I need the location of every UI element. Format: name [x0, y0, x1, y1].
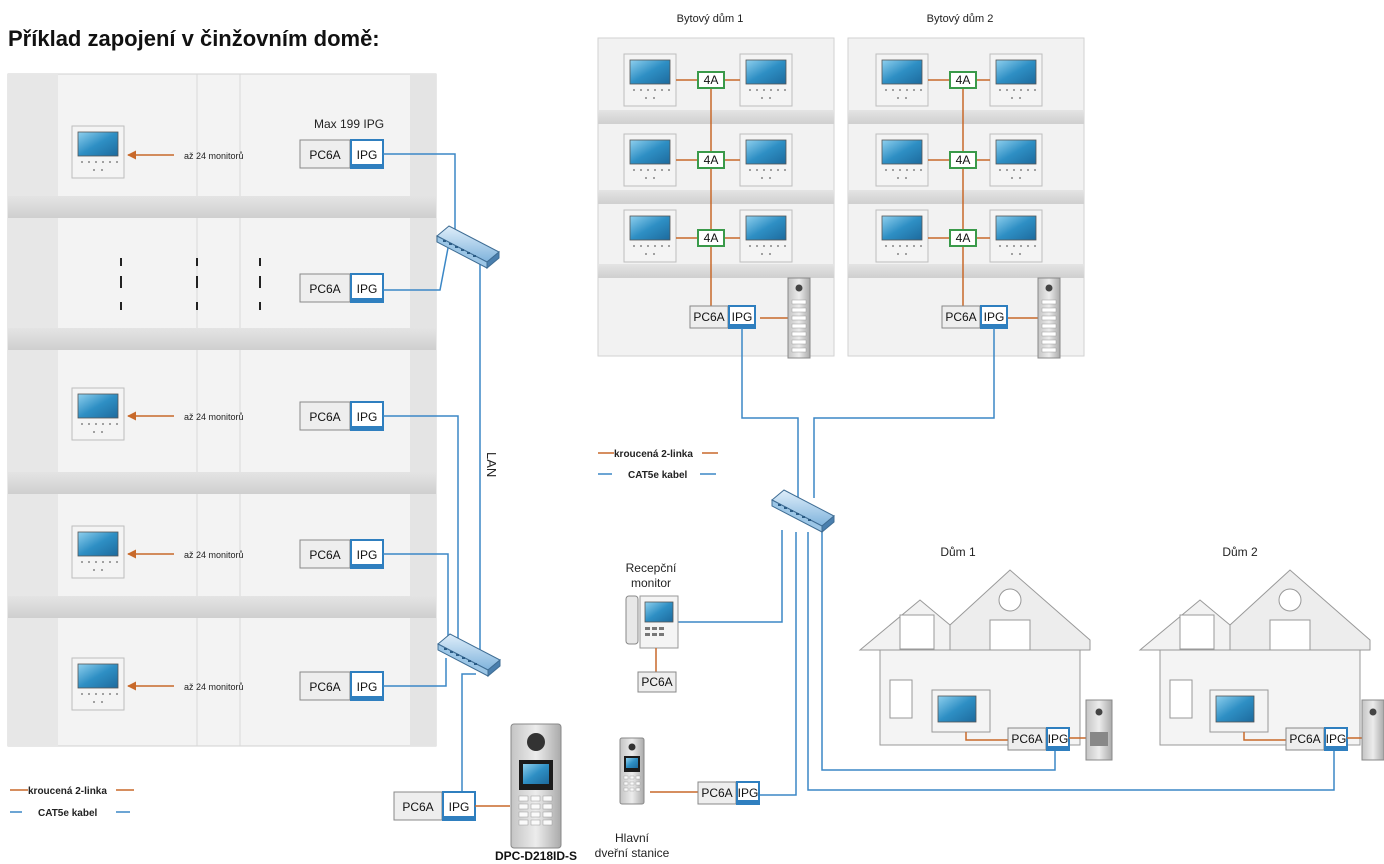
pc6a-box: PC6A	[309, 548, 340, 562]
network-switch-icon	[437, 633, 501, 677]
ipg-box: IPG	[357, 148, 378, 162]
monitor-count-label: až 24 monitorů	[184, 412, 244, 422]
door-station-dpc-d218id-s	[510, 723, 562, 849]
monitor-icon	[875, 133, 929, 187]
main-door-station-icon	[619, 737, 645, 805]
house-1-devices: PC6A IPG	[931, 689, 1113, 761]
monitor-count-label: až 24 monitorů	[184, 151, 244, 161]
4a-box: 4A	[704, 73, 719, 87]
pc6a-box: PC6A	[701, 786, 732, 800]
apartment-building-1: 4A 4A 4A PC6A IPG	[597, 37, 835, 359]
4a-box: 4A	[956, 73, 971, 87]
pc6a-box: PC6A	[309, 148, 340, 162]
4a-box: 4A	[704, 153, 719, 167]
house-2-devices: PC6A IPG	[1209, 689, 1384, 761]
floor-slabs	[8, 196, 436, 618]
max-ipg-label: Max 199 IPG	[314, 117, 384, 131]
monitor-icon	[71, 387, 125, 441]
pc6a-box: PC6A	[945, 310, 976, 324]
door-station-icon	[787, 277, 811, 359]
legend-twisted-label: kroucená 2-linka	[614, 449, 693, 460]
ipg-box: IPG	[357, 282, 378, 296]
apartment-building-2: 4A 4A 4A PC6A IPG	[847, 37, 1085, 359]
legend-right: kroucená 2-linka CAT5e kabel	[598, 449, 718, 481]
ipg-box: IPG	[984, 310, 1005, 324]
monitor-icon	[623, 53, 677, 107]
legend-cat5e-label: CAT5e kabel	[628, 470, 688, 481]
monitor-icon	[875, 53, 929, 107]
ellipsis-marks	[120, 258, 261, 310]
network-switch-icon	[771, 489, 835, 533]
pc6a-box: PC6A	[309, 282, 340, 296]
monitor-icon	[739, 133, 793, 187]
reception-label-line1: Recepční	[626, 561, 677, 575]
legend-twisted-label: kroucená 2-linka	[28, 786, 107, 797]
4a-box: 4A	[704, 231, 719, 245]
left-floor-5: až 24 monitorů PC6A IPG	[71, 657, 384, 711]
pc6a-box: PC6A	[1289, 732, 1320, 746]
door-station-model-label: DPC-D218ID-S	[495, 849, 577, 863]
monitor-icon	[71, 125, 125, 179]
ipg-box: IPG	[738, 786, 759, 800]
left-floor-2: PC6A IPG	[299, 273, 384, 303]
reception-monitor-icon	[625, 595, 679, 649]
building-1-label: Bytový dům 1	[677, 13, 744, 25]
main-entrance-unit: PC6A IPG	[393, 791, 510, 821]
ipg-box: IPG	[357, 548, 378, 562]
ipg-box: IPG	[1326, 732, 1347, 746]
monitor-count-label: až 24 monitorů	[184, 682, 244, 692]
monitor-icon	[71, 657, 125, 711]
lan-label: LAN	[484, 452, 499, 477]
pc6a-box: PC6A	[1011, 732, 1042, 746]
monitor-icon	[623, 133, 677, 187]
left-floor-3: až 24 monitorů PC6A IPG	[71, 387, 384, 441]
4a-box: 4A	[956, 231, 971, 245]
main-door-label-line1: Hlavní	[615, 831, 650, 845]
monitor-icon	[71, 525, 125, 579]
ipg-box: IPG	[357, 410, 378, 424]
ipg-box: IPG	[449, 800, 470, 814]
reception-label-line2: monitor	[631, 576, 671, 590]
ipg-box: IPG	[357, 680, 378, 694]
monitor-icon	[989, 133, 1043, 187]
building-2-label: Bytový dům 2	[927, 13, 994, 25]
monitor-icon	[739, 53, 793, 107]
monitor-icon	[623, 209, 677, 263]
monitor-icon	[875, 209, 929, 263]
right-lan-cables	[678, 328, 1335, 796]
monitor-icon	[739, 209, 793, 263]
ipg-box: IPG	[1048, 732, 1069, 746]
monitor-icon	[989, 53, 1043, 107]
house-2-label: Dům 2	[1222, 545, 1258, 559]
page-title: Příklad zapojení v činžovním domě:	[8, 26, 380, 51]
house-1-label: Dům 1	[940, 545, 976, 559]
pc6a-box: PC6A	[641, 675, 672, 689]
legend-left: kroucená 2-linka CAT5e kabel	[10, 786, 134, 819]
pc6a-box: PC6A	[402, 800, 433, 814]
main-door-label-line2: dveřní stanice	[595, 846, 670, 860]
left-floor-4: až 24 monitorů PC6A IPG	[71, 525, 384, 579]
ipg-box: IPG	[732, 310, 753, 324]
monitor-count-label: až 24 monitorů	[184, 550, 244, 560]
legend-cat5e-label: CAT5e kabel	[38, 808, 98, 819]
pc6a-box: PC6A	[309, 680, 340, 694]
door-station-icon	[1037, 277, 1061, 359]
4a-box: 4A	[956, 153, 971, 167]
monitor-icon	[989, 209, 1043, 263]
network-switch-icon	[436, 225, 500, 269]
pc6a-box: PC6A	[693, 310, 724, 324]
pc6a-box: PC6A	[309, 410, 340, 424]
